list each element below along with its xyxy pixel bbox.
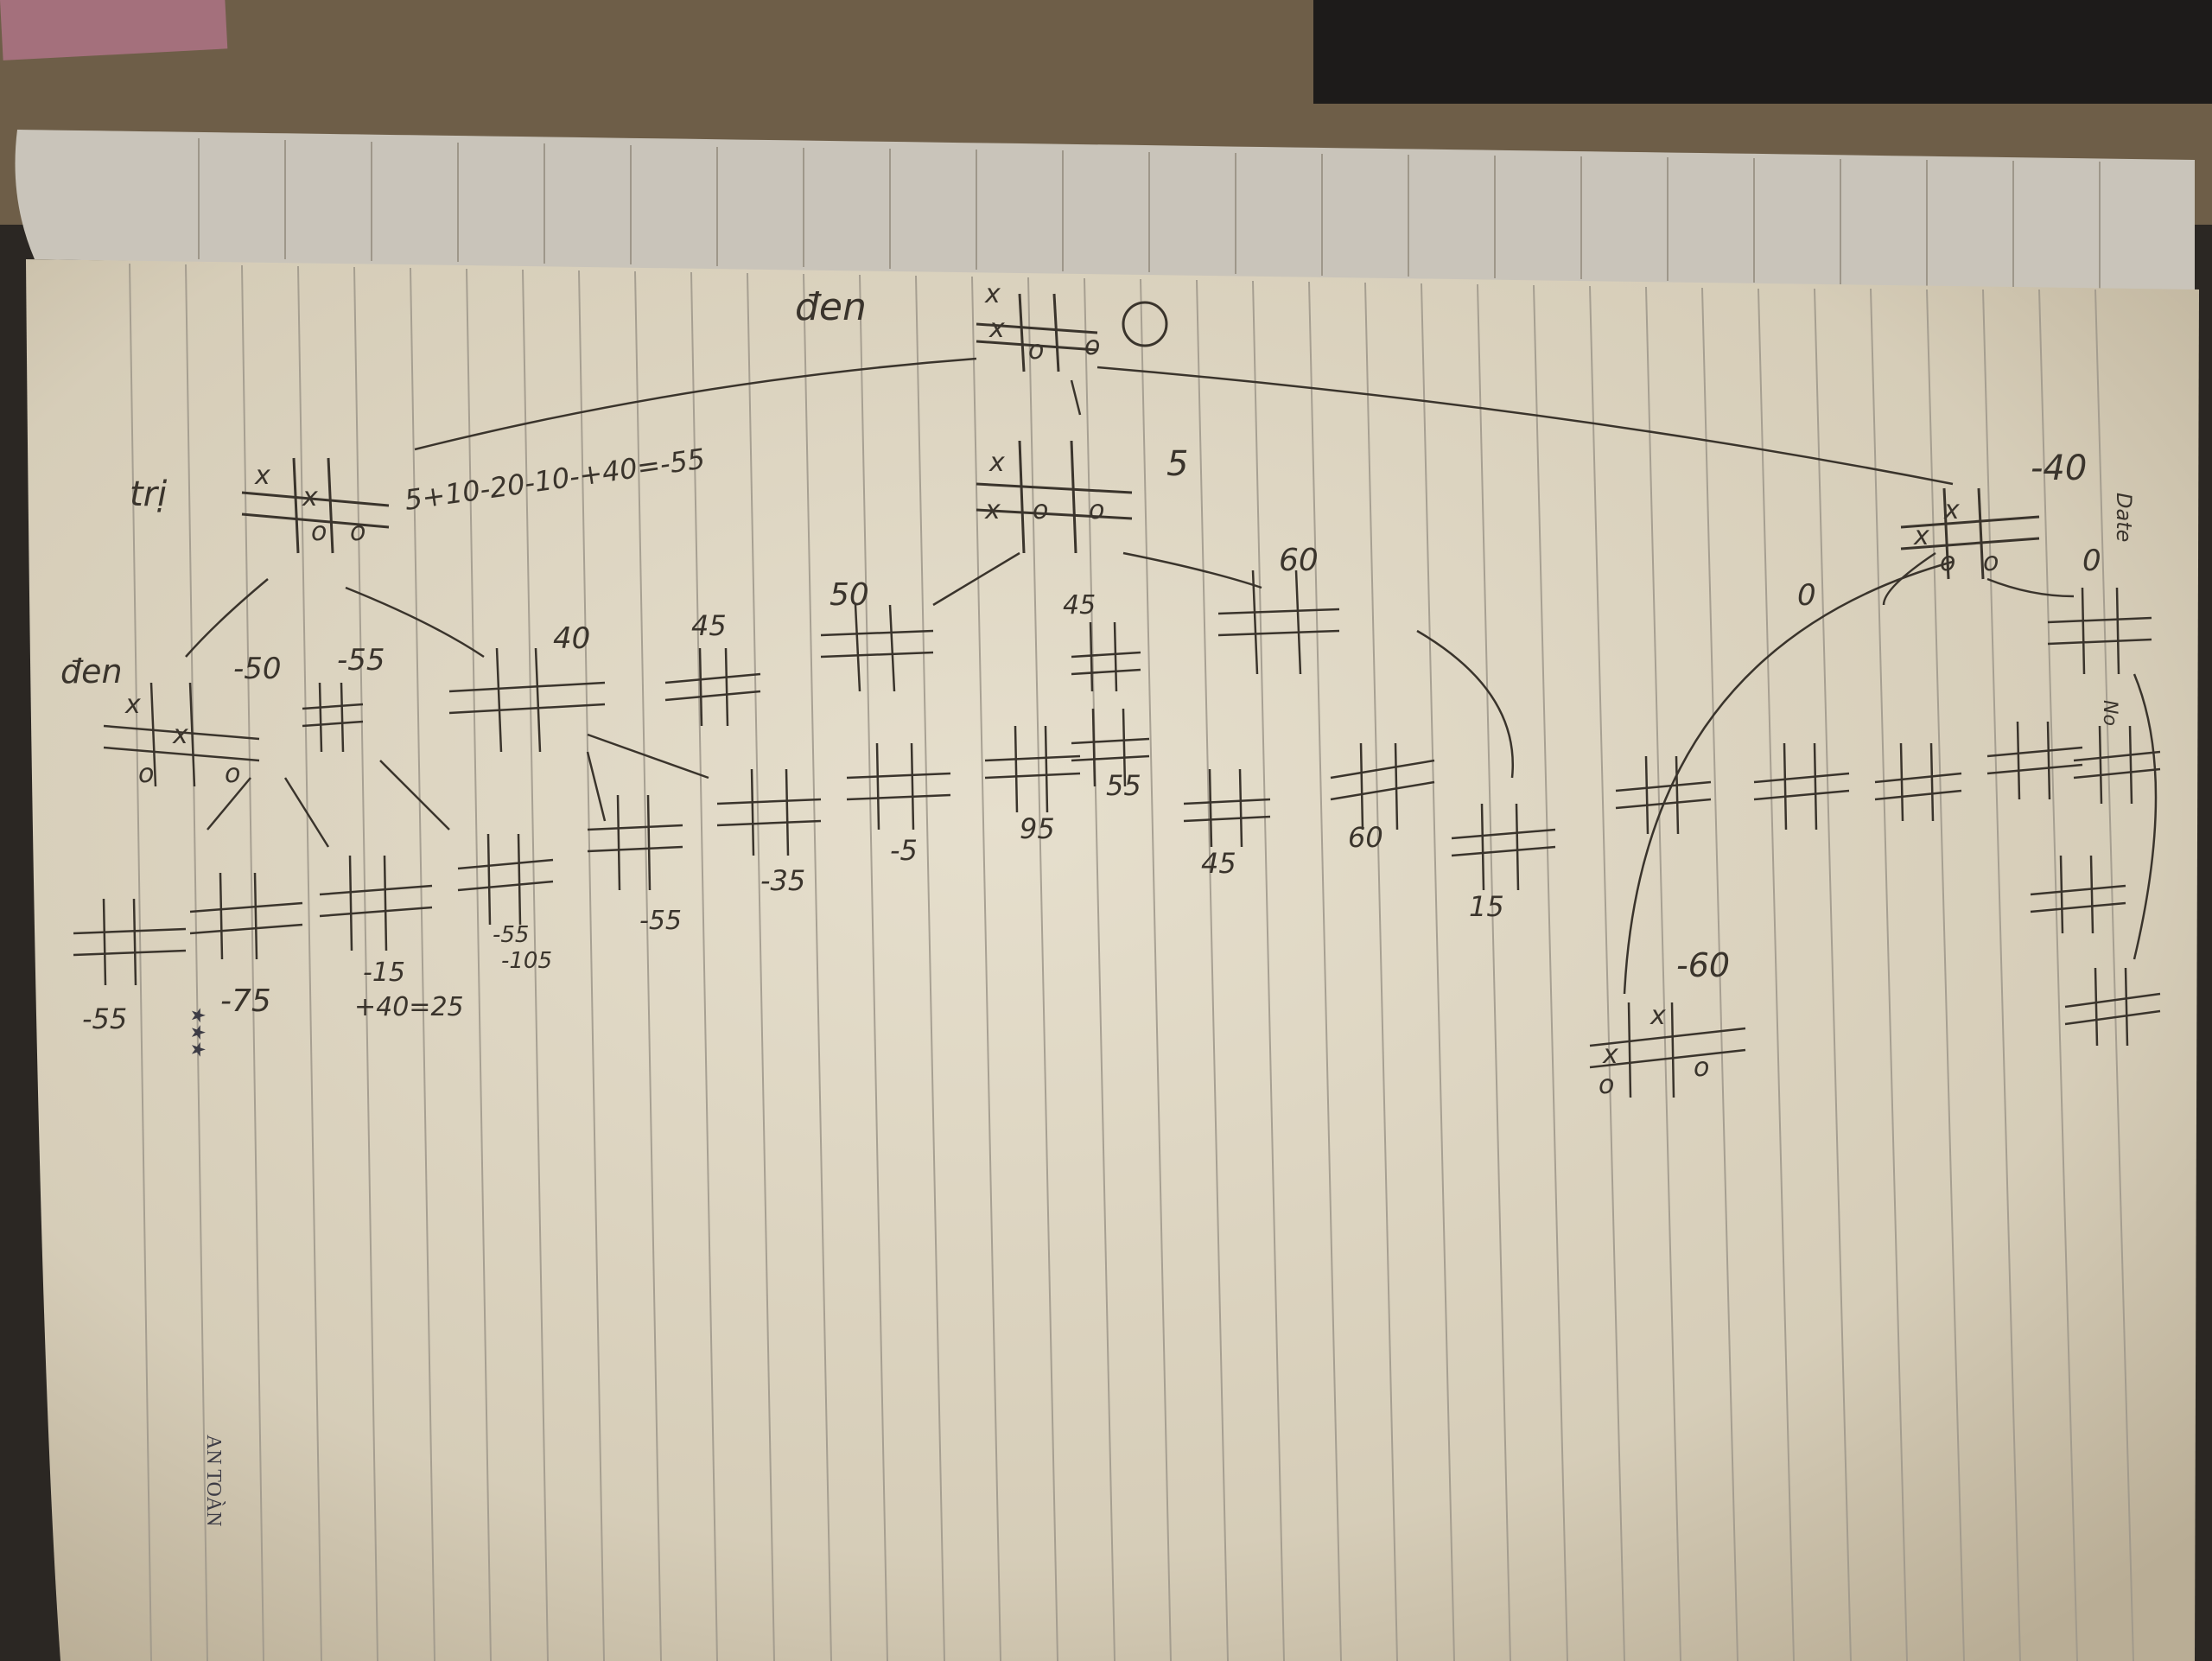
lvl2-value-9: 0 [2082,544,2101,578]
brand-text: AN TOÀN [202,1435,225,1526]
svg-text:o: o [1694,1053,1709,1083]
svg-text:x: x [172,720,188,750]
lvl2-value-3: 40 [553,621,590,656]
star-marks: ★★★ [188,1007,209,1058]
date-label: Date [2112,493,2136,542]
svg-text:o: o [1084,331,1100,361]
leaf-value-12: 45 [1201,847,1236,880]
leaf-value-4: +40=25 [354,992,464,1022]
leaf-value-9: -5 [890,834,918,867]
svg-text:o: o [1599,1070,1614,1100]
leaf-value-13: 60 [1348,821,1383,854]
leaf-value-6: -105 [501,948,552,974]
svg-text:x: x [988,314,1005,344]
back-page-lines [198,138,2101,290]
svg-text:x: x [984,495,1001,525]
svg-text:o: o [1028,335,1044,366]
folded-back-page [15,130,2195,298]
leaf-value-7: -55 [639,906,682,936]
svg-text:x: x [254,461,270,491]
left-sub-word: đen [60,652,123,690]
board-left [241,457,390,554]
svg-text:o: o [1983,547,1999,577]
lvl2-value-8: 0 [1797,578,1816,613]
svg-text:x: x [1943,495,1960,525]
lvl2-value-5: 50 [830,577,869,613]
svg-text:x: x [1602,1040,1618,1070]
top-right-value: -40 [2031,449,2087,488]
board-root [976,293,1168,372]
board-right [1900,487,2040,580]
board-middle [976,440,1133,554]
svg-text:o: o [1940,547,1955,577]
root-word: đen [795,285,867,329]
svg-text:o: o [138,759,154,789]
leaf-value-14: 15 [1469,890,1504,923]
svg-text:o: o [311,517,327,547]
leaf-value-11: 55 [1106,769,1141,802]
lvl2-value-1: -50 [233,652,282,686]
dark-device [1313,0,2212,104]
svg-text:o: o [350,517,365,547]
svg-text:x: x [302,482,318,512]
svg-text:x: x [1913,521,1929,551]
pink-paper-edge [0,0,228,60]
lvl2-value-6: 45 [1063,590,1096,620]
svg-text:o: o [225,759,240,789]
ruled-lines [129,263,2134,1661]
root-right-value: 5 [1166,444,1188,484]
svg-text:o: o [1033,495,1048,525]
left-word: trị [130,474,167,514]
board-small-set [73,570,2161,1098]
svg-text:x: x [124,690,141,720]
tree-connectors [185,357,2158,995]
leaf-value-5: -55 [493,922,529,948]
svg-text:x: x [984,279,1001,309]
leaf-value-3: -15 [363,958,405,988]
leaf-value-15: -60 [1676,946,1730,984]
notebook-page [26,259,2199,1661]
lvl2-value-7: 60 [1279,543,1319,578]
leaf-value-10: 95 [1020,812,1055,845]
svg-text:o: o [1089,495,1104,525]
leaf-value-8: -35 [760,864,805,897]
svg-text:x: x [1649,1001,1666,1031]
leaf-value-1: -55 [82,1002,127,1035]
lvl2-value-4: 45 [691,609,727,642]
svg-text:x: x [988,448,1005,478]
lvl2-value-2: -55 [337,643,385,678]
no-label: No [2099,700,2120,726]
leaf-value-2: -75 [220,983,271,1019]
